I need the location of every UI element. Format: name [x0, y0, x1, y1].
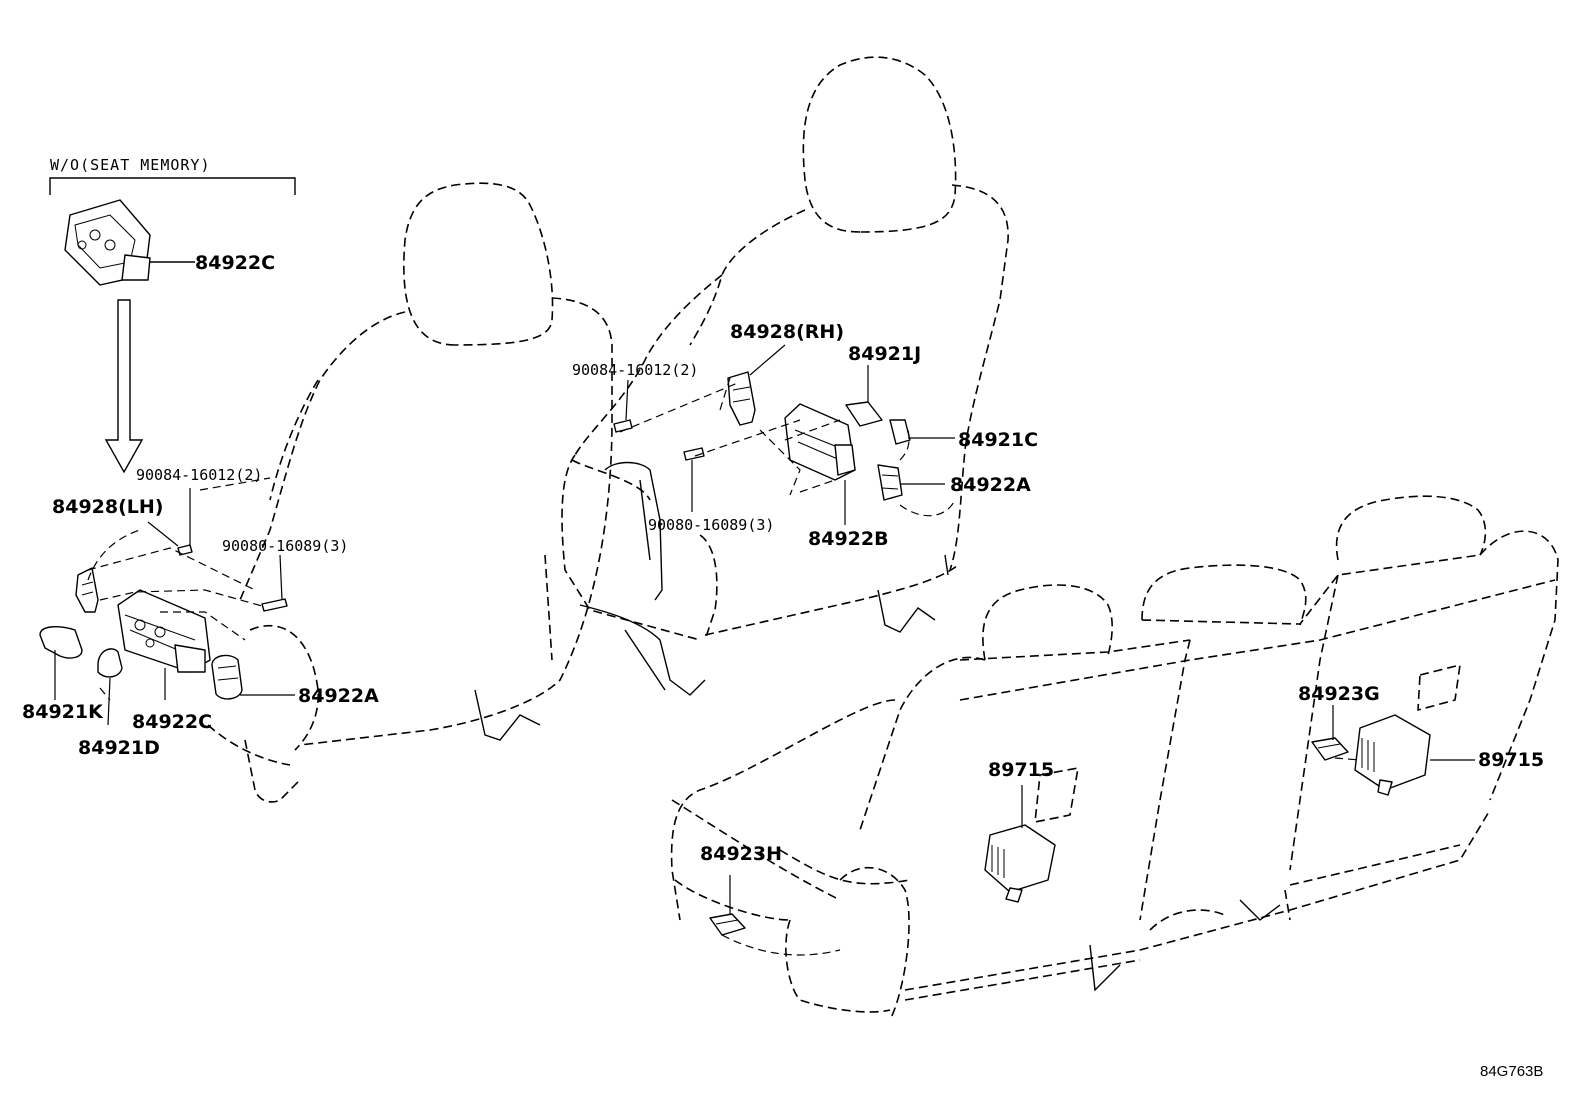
right-front-seat-outline	[561, 56, 1009, 696]
install-arrow	[104, 299, 144, 474]
label-84921k: 84921K	[22, 701, 104, 723]
switch-84923h-part	[709, 913, 746, 936]
screw-90080-right-part	[683, 447, 705, 461]
label-84921j: 84921J	[848, 343, 921, 365]
rear-bench-seat-outline	[670, 495, 1559, 1021]
computer-89715-center-part	[984, 824, 1056, 903]
label-84922b: 84922B	[808, 528, 889, 550]
bracket-rh-part	[727, 371, 756, 426]
label-84922a-right: 84922A	[950, 474, 1031, 496]
label-90084-right: 90084-16012(2)	[572, 361, 698, 379]
label-84921d: 84921D	[78, 737, 160, 759]
label-84922c-lower: 84922C	[132, 711, 212, 733]
power-seat-switch-top	[64, 199, 195, 286]
left-front-seat-outline	[207, 182, 613, 803]
label-84923g: 84923G	[1298, 683, 1380, 705]
label-90084-left: 90084-16012(2)	[136, 466, 262, 484]
knob-84921c-part	[889, 419, 911, 445]
screw-90084-right-part	[613, 419, 633, 433]
variant-bracket: W/O(SEAT MEMORY)	[49, 156, 296, 195]
label-84928-lh: 84928(LH)	[52, 496, 163, 518]
power-seat-switch-lower	[117, 589, 211, 673]
label-84923h: 84923H	[700, 843, 782, 865]
label-84922a-left: 84922A	[298, 685, 379, 707]
label-84928-rh: 84928(RH)	[730, 321, 844, 343]
knob-84921d-part	[97, 648, 123, 678]
label-84921c: 84921C	[958, 429, 1038, 451]
knob-84921j-part	[845, 401, 883, 427]
switch-84922a-left-part	[211, 654, 243, 700]
switch-84923g-part	[1311, 737, 1349, 761]
part-labels: 84922C 90084-16012(2) 84928(LH) 90080-16…	[22, 252, 1544, 1080]
switch-84922b-part	[784, 403, 856, 481]
label-84922c-top: 84922C	[195, 252, 275, 274]
bracket-lh-part	[75, 567, 99, 613]
label-90080-left: 90080-16089(3)	[222, 537, 348, 555]
knob-84921k-part	[39, 626, 83, 659]
label-89715-center: 89715	[988, 759, 1054, 781]
figure-code: 84G763B	[1480, 1063, 1543, 1080]
computer-89715-right-part	[1354, 714, 1431, 796]
label-90080-right: 90080-16089(3)	[648, 516, 774, 534]
screw-90080-left-part	[261, 598, 288, 612]
switch-84922a-right-part	[877, 464, 903, 501]
variant-label: W/O(SEAT MEMORY)	[50, 156, 211, 174]
label-89715-right: 89715	[1478, 749, 1544, 771]
leader-lines	[54, 344, 1475, 956]
